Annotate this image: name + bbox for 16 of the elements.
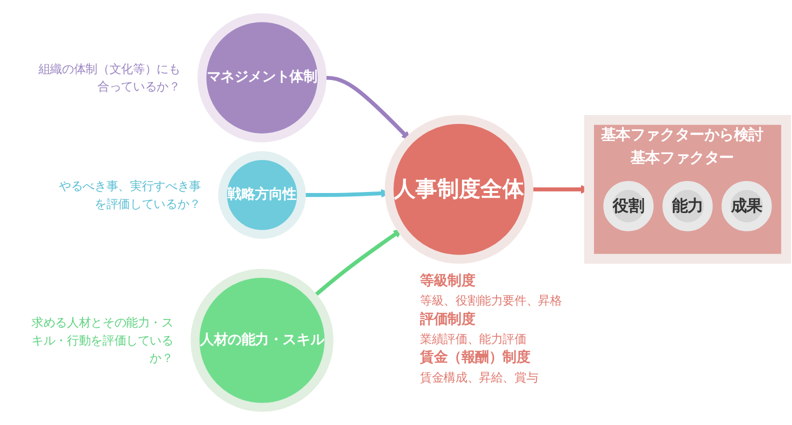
node-label: やるべき事、実行すべき事を評価しているか？: [59, 179, 201, 211]
node-label: 賃金（報酬）制度: [420, 350, 530, 366]
node-label: 組織の体制（文化等）にも合っているか？: [38, 62, 180, 94]
node-circle: 戦略方向性: [218, 151, 306, 239]
node-label: 賃金構成、昇給、賞与: [420, 370, 538, 384]
node-circle: 成果: [722, 180, 772, 232]
node-label: 等級制度: [420, 273, 476, 289]
node-circle: 役割: [603, 180, 654, 232]
node-label: 評価制度: [420, 312, 476, 328]
node-label: 求める人材とその能力・スキル・行動を評価しているか？: [32, 316, 174, 365]
node-label: 業績評価、能力評価: [420, 332, 526, 346]
node-circle: マネジメント体制: [198, 13, 327, 142]
node-circle: 能力: [662, 180, 713, 232]
node-circle: 人材の能力・スキル: [190, 268, 334, 412]
node-circle: 人事制度全体: [384, 114, 534, 264]
node-label: 等級、役割能力要件、昇格: [420, 294, 562, 308]
